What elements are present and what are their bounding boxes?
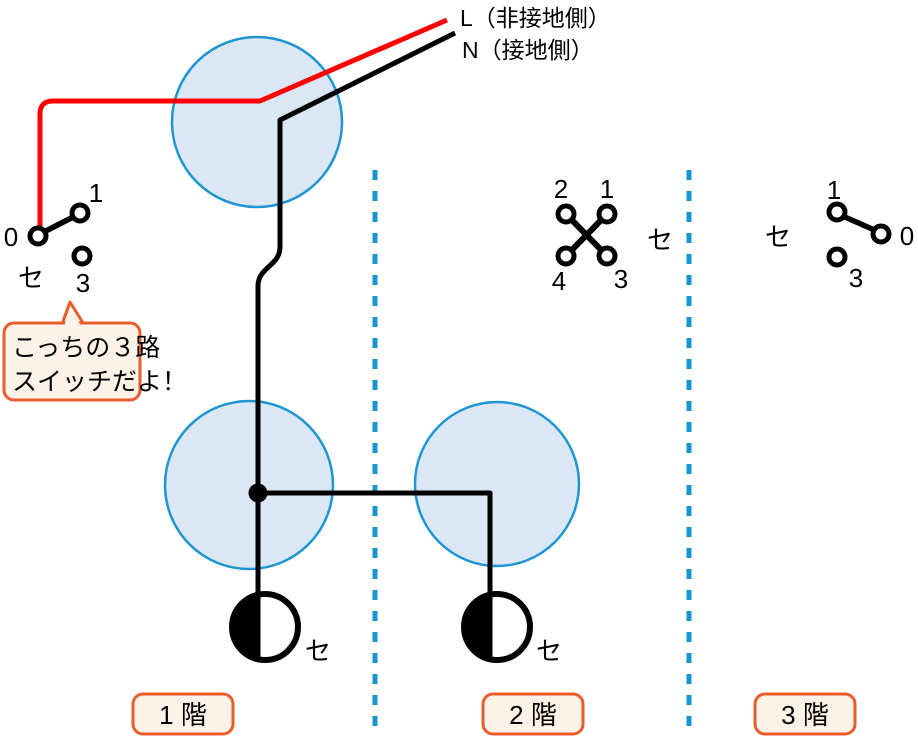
lamp-fill: [464, 594, 490, 660]
terminal-0-label: 0: [4, 222, 18, 252]
lamp-fill: [232, 594, 258, 660]
live-wire: [37, 17, 448, 227]
terminal-0-label: 0: [900, 221, 914, 251]
floor-1-box: [131, 692, 235, 736]
junction-box-floor2: [413, 400, 581, 568]
lamp-left: セ: [229, 591, 331, 666]
floor-2-label: 2 階: [509, 700, 557, 730]
callout-line2: スイッチだよ！: [12, 368, 187, 396]
floor-3-label: 3 階: [781, 700, 829, 730]
three-way-switch-left: 0 1 3 セ: [4, 178, 103, 298]
floor-3-box: [753, 692, 857, 736]
terminal-3-label: 3: [614, 264, 628, 294]
terminal-0: [870, 223, 892, 245]
terminal-1: [596, 203, 618, 225]
terminal-1-label: 1: [827, 175, 841, 205]
terminal-1: [69, 202, 91, 224]
floor-3-badge: 3 階: [753, 692, 857, 736]
junction-box-top: [170, 35, 344, 209]
terminal-3: [826, 246, 848, 268]
terminal-1-label: 1: [89, 178, 103, 208]
se-label: セ: [305, 636, 331, 666]
se-label: セ: [647, 225, 673, 255]
callout-tail-cover: [64, 307, 81, 327]
callout-line1: こっちの３路: [12, 334, 160, 362]
terminal-3: [71, 245, 93, 267]
lamp-right: セ: [461, 591, 562, 666]
terminal-3-label: 3: [76, 268, 90, 298]
junction-box-floor1: [163, 399, 335, 571]
four-way-switch: 2 1 4 3 セ: [552, 174, 673, 296]
floor-1-badge: 1 階: [131, 692, 235, 736]
neutral-label: N（接地側）: [462, 37, 594, 63]
se-label: セ: [765, 222, 791, 252]
terminal-2: [555, 203, 577, 225]
terminal-3: [596, 245, 618, 267]
floor-2-box: [481, 692, 585, 736]
terminal-1-label: 1: [600, 174, 614, 204]
se-label: セ: [18, 263, 44, 293]
se-label: セ: [536, 636, 562, 666]
junction-dot: [248, 483, 268, 503]
terminal-4: [555, 245, 577, 267]
three-way-switch-right: 1 0 3 セ: [765, 175, 914, 293]
terminal-1: [826, 201, 848, 223]
terminal-4-label: 4: [552, 266, 566, 296]
live-label: L（非接地側）: [460, 5, 611, 31]
terminal-0: [27, 225, 49, 247]
terminal-3-label: 3: [849, 263, 863, 293]
callout-bubble: こっちの３路 スイッチだよ！: [2, 300, 187, 402]
neutral-wire: [255, 30, 457, 596]
neutral-branch-wire: [258, 490, 493, 596]
floor-1-label: 1 階: [159, 700, 207, 730]
terminal-2-label: 2: [554, 174, 568, 204]
floor-2-badge: 2 階: [481, 692, 585, 736]
